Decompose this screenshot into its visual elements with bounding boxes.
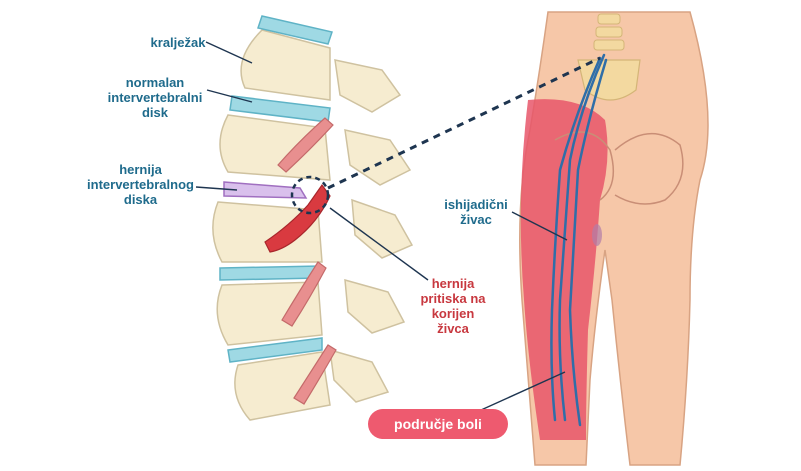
buttock-outline (614, 132, 684, 205)
spinous-process (351, 198, 414, 259)
herniation-highlight-circle (290, 175, 330, 215)
label-sciatic-nerve: ishijadični živac (444, 197, 508, 227)
label-normal-disc: normalan intervertebralni disk (107, 75, 203, 120)
spinous-process (334, 59, 402, 113)
pain-area-pill: područje boli (368, 409, 508, 439)
leader-lines (195, 41, 568, 416)
leader-pain-area (469, 371, 566, 416)
label-herniated-disc: hernija intervertebralnog diska (87, 162, 194, 207)
spinous-process (344, 129, 412, 186)
vertebral-body (212, 201, 323, 263)
intervertebral-disc (257, 15, 333, 45)
leader-herniation-pressure (329, 207, 429, 281)
vertebral-body (240, 29, 331, 101)
nerve-root (277, 117, 334, 173)
lumbar-vertebra (595, 26, 623, 38)
bruise-mark (592, 224, 602, 246)
lumbar-vertebra (593, 39, 625, 51)
zoom-dashed-line (327, 56, 601, 190)
sciatic-nerve (558, 53, 606, 422)
leader-herniated-disc (195, 186, 238, 191)
label-herniation-pressure: hernija pritiska na korijen živca (420, 276, 486, 336)
leader-normal-disc (206, 89, 253, 103)
spine (212, 15, 414, 421)
spinous-process (344, 278, 406, 334)
vertebral-body (234, 351, 331, 421)
sciatic-nerve-branch (550, 56, 602, 422)
label-vertebra: kralježak (150, 35, 206, 50)
intervertebral-disc (227, 337, 323, 363)
leader-sciatic-nerve (511, 211, 568, 241)
intervertebral-disc (219, 265, 321, 281)
compressed-nerve-root (264, 183, 331, 253)
sciatic-nerve-branch (568, 58, 608, 427)
herniated-disc (223, 181, 308, 199)
spinous-process (329, 348, 390, 403)
body-back-view (519, 11, 709, 466)
pain-zone (520, 99, 608, 441)
nerve-root (293, 344, 337, 405)
buttock-outline (554, 131, 615, 201)
leader-vertebra (205, 41, 253, 64)
lumbar-vertebra (597, 13, 621, 25)
nerve-root (281, 261, 327, 327)
vertebral-body (219, 114, 331, 181)
